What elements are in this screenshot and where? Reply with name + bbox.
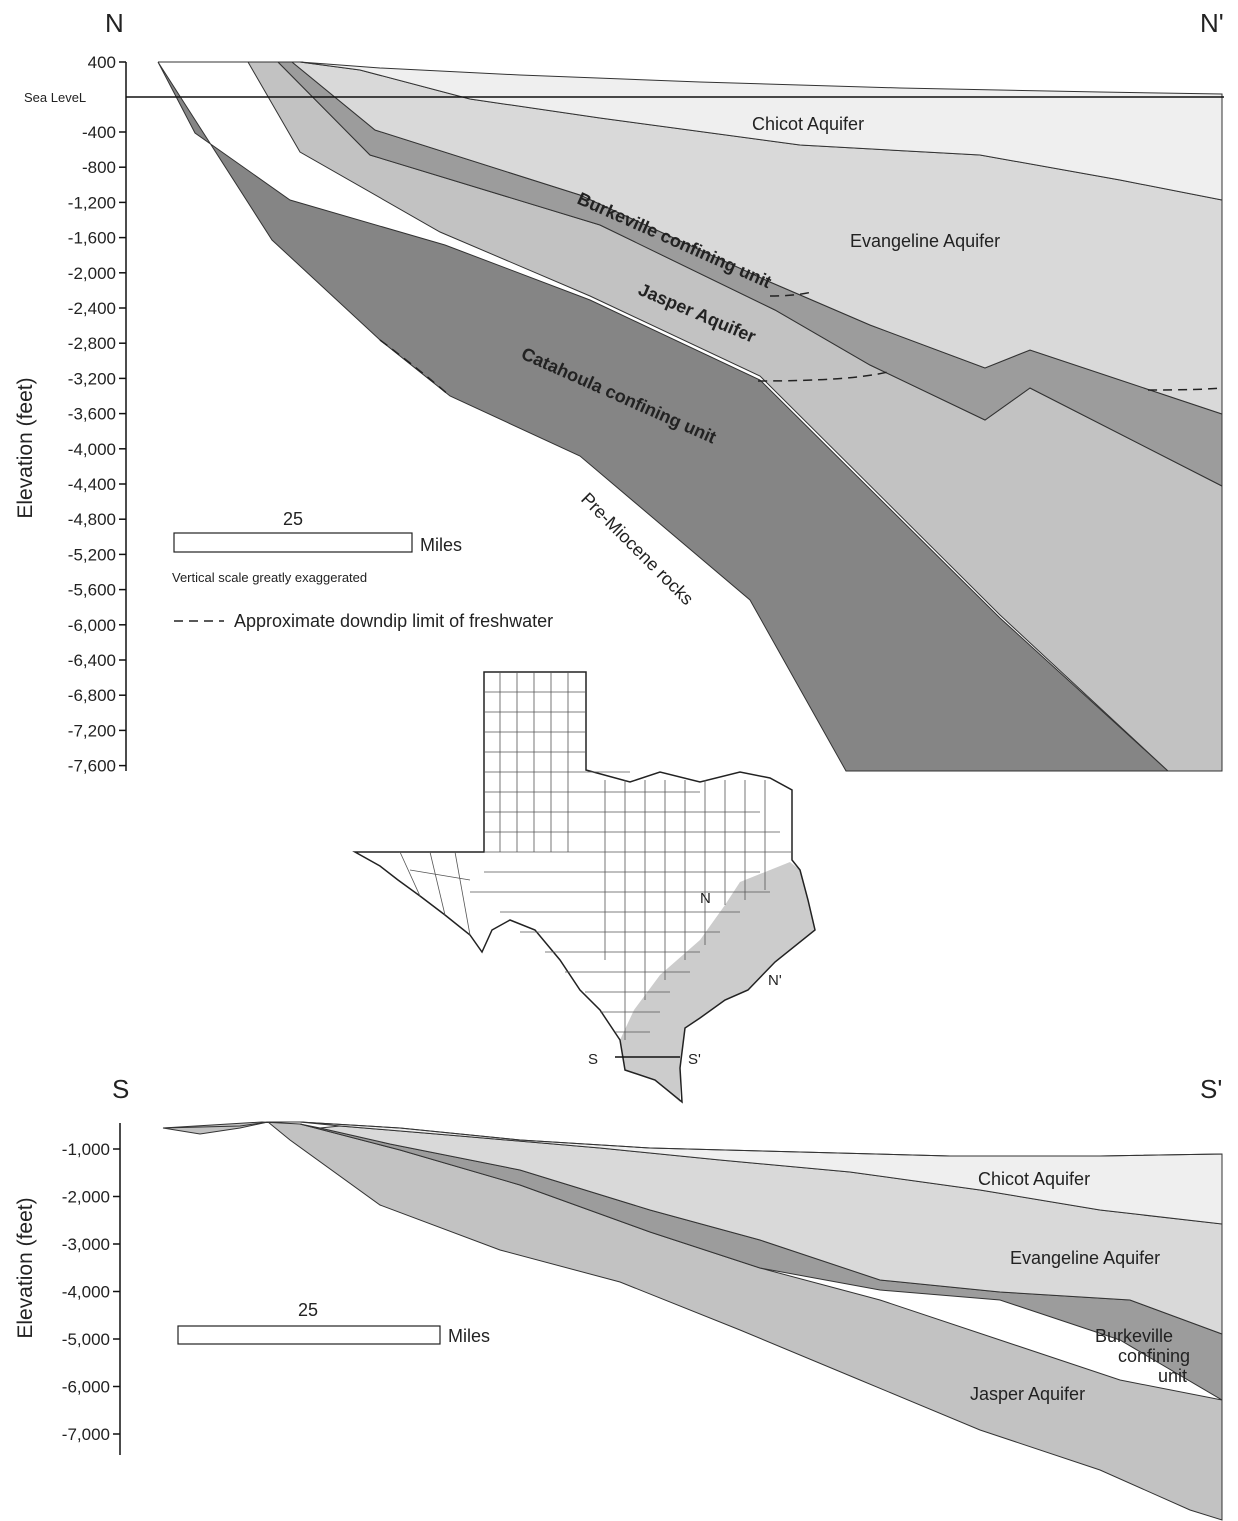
north-tick-label: -7,200 [68, 721, 116, 740]
north-evangeline-label: Evangeline Aquifer [850, 231, 1000, 251]
freshwater-limit-burkeville [769, 291, 813, 297]
north-tick-label: -400 [82, 123, 116, 142]
map-label-s: S [588, 1051, 598, 1068]
south-tick-label: -2,000 [62, 1188, 110, 1207]
north-tick-label: -6,400 [68, 651, 116, 670]
north-tick-label: -7,600 [68, 757, 116, 776]
texas-outline [352, 671, 816, 1104]
north-tick-label: -6,000 [68, 616, 116, 635]
freshwater-limit-catahoula [379, 339, 451, 397]
freshwater-limit-jasper [757, 371, 889, 382]
freshwater-limit-east [1147, 387, 1223, 391]
south-tick-label: -7,000 [62, 1425, 110, 1444]
north-tick-label: -2,800 [68, 334, 116, 353]
north-left-label: N [105, 8, 124, 38]
south-axis-title: Elevation (feet) [14, 1197, 37, 1338]
texas-location-map: N N' S S' [352, 671, 816, 1104]
north-scale-value: 25 [283, 509, 303, 529]
sea-level-label: Sea LeveL [24, 90, 86, 105]
south-tick-label: -4,000 [62, 1283, 110, 1302]
north-tick-label: -4,800 [68, 510, 116, 529]
south-jasper-label: Jasper Aquifer [970, 1384, 1085, 1404]
south-burkeville-label-1: Burkeville [1095, 1326, 1173, 1346]
south-evangeline-label: Evangeline Aquifer [1010, 1248, 1160, 1268]
north-tick-label: -800 [82, 158, 116, 177]
south-tick-label: -6,000 [62, 1378, 110, 1397]
north-tick-label: -5,200 [68, 545, 116, 564]
vertical-scale-note: Vertical scale greatly exaggerated [172, 570, 367, 585]
south-scale-unit: Miles [448, 1326, 490, 1346]
north-tick-label: -3,600 [68, 405, 116, 424]
gulf-coast-aquifer-extent [620, 862, 815, 1102]
south-tick-label: -5,000 [62, 1330, 110, 1349]
south-burkeville-label-2: confining [1118, 1346, 1190, 1366]
north-cross-section: N N' Sea LeveL 400 -400 -800 -1,200 -1,600 -2… [14, 8, 1224, 776]
south-tick-label: -1,000 [62, 1140, 110, 1159]
north-axis-ticks: 400 -400 -800 -1,200 -1,600 -2,000 -2,400 -2,80… [68, 53, 126, 776]
north-tick-label: -1,200 [68, 193, 116, 212]
legend-freshwater-text: Approximate downdip limit of freshwater [234, 611, 553, 631]
north-tick-label: -2,400 [68, 299, 116, 318]
map-label-n-prime: N' [768, 972, 782, 989]
north-tick-label: -4,000 [68, 440, 116, 459]
south-tick-label: -3,000 [62, 1235, 110, 1254]
south-left-label: S [112, 1074, 129, 1104]
north-tick-label: -6,800 [68, 686, 116, 705]
north-tick-label: -3,200 [68, 369, 116, 388]
south-chicot-label: Chicot Aquifer [978, 1169, 1090, 1189]
south-scale-bar [177, 1325, 441, 1345]
south-cross-section: S S' -1,000 -2,000 -3,000 -4,000 -5,000 -6,00… [14, 1074, 1223, 1521]
north-axis-title: Elevation (feet) [14, 377, 37, 518]
south-land-surface [162, 1121, 1223, 1157]
north-tick-label: 400 [88, 53, 116, 72]
north-right-label: N' [1200, 8, 1224, 38]
south-burkeville-label-3: unit [1158, 1366, 1187, 1386]
map-label-s-prime: S' [688, 1051, 701, 1068]
north-scale-bar [173, 532, 413, 553]
map-label-n: N [700, 890, 711, 907]
north-scale-unit: Miles [420, 535, 462, 555]
north-tick-label: -4,400 [68, 475, 116, 494]
county-boundaries [399, 672, 792, 1040]
north-tick-label: -1,600 [68, 229, 116, 248]
south-scale-value: 25 [298, 1300, 318, 1320]
south-right-label: S' [1200, 1074, 1222, 1104]
north-tick-label: -5,600 [68, 581, 116, 600]
north-tick-label: -2,000 [68, 264, 116, 283]
north-chicot-label: Chicot Aquifer [752, 114, 864, 134]
south-axis-ticks: -1,000 -2,000 -3,000 -4,000 -5,000 -6,000 -7,0… [62, 1140, 120, 1444]
